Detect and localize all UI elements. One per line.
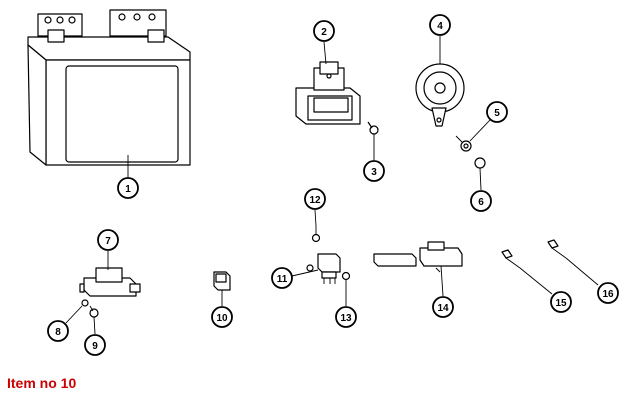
relay [306,253,341,284]
svg-text:12: 12 [309,195,321,206]
nut [474,157,486,169]
callout-16: 16 [597,282,619,304]
svg-text:5: 5 [494,108,500,119]
horn [415,63,465,127]
screw [367,121,379,135]
fuse-holder [295,61,361,125]
washer [455,135,472,152]
callout-14: 14 [432,296,454,318]
svg-text:10: 10 [216,313,228,324]
svg-text:1: 1 [125,184,131,195]
battery [27,9,191,166]
svg-text:15: 15 [555,298,567,309]
callout-4: 4 [429,14,451,36]
callout-1: 1 [117,177,139,199]
callout-5: 5 [486,101,508,123]
callout-11: 11 [271,267,293,289]
svg-text:4: 4 [437,21,443,32]
svg-text:13: 13 [340,313,352,324]
nut-right [341,271,351,281]
svg-text:11: 11 [277,274,288,285]
connector-item-10 [213,271,231,291]
fuse-box [373,241,463,273]
callout-9: 9 [84,334,106,356]
svg-text:2: 2 [321,27,327,38]
callout-6: 6 [470,190,492,212]
svg-text:3: 3 [371,167,377,178]
screw-small [89,305,99,318]
svg-text:6: 6 [478,197,484,208]
svg-text:7: 7 [105,236,111,247]
washer-small [81,299,89,307]
screw-top [311,226,321,243]
callout-2: 2 [313,20,335,42]
callout-3: 3 [363,160,385,182]
callout-12: 12 [304,188,326,210]
svg-text:14: 14 [437,303,449,314]
parts-diagram: 1 2 3 4 5 6 7 8 9 10 11 12 13 14 15 16 [27,9,619,356]
callout-8: 8 [47,320,69,342]
terminal-connector [501,249,521,269]
callout-15: 15 [550,291,572,313]
callout-7: 7 [97,229,119,251]
relay-bracket [79,267,141,297]
item-caption: Item no 10 [7,375,77,391]
svg-text:9: 9 [92,341,98,352]
svg-text:8: 8 [55,327,61,338]
terminal-connector-2 [547,239,567,259]
callout-13: 13 [335,306,357,328]
svg-text:16: 16 [602,289,614,300]
callout-10: 10 [211,306,233,328]
